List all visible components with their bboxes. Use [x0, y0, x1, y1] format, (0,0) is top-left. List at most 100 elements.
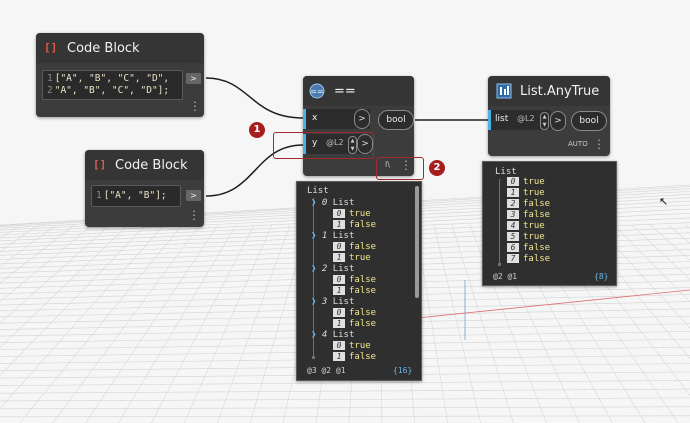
port-label: x	[312, 113, 318, 123]
svg-text:==: ==	[310, 87, 323, 96]
grid-line	[151, 224, 255, 423]
list-anytrue-icon	[496, 83, 512, 99]
list-anytrue-node[interactable]: List.AnyTrue list @L2 ▲▼ > bool AUTO ···	[488, 76, 610, 156]
callout-highlight-2	[376, 157, 424, 180]
input-port-list[interactable]: list @L2	[488, 110, 551, 130]
input-y-options-button[interactable]: >	[357, 134, 373, 154]
code-line: 1["A", "B"];	[96, 190, 167, 201]
code-block-icon: []	[44, 41, 58, 54]
node-menu-icon[interactable]: ···	[404, 155, 408, 176]
node-menu-icon[interactable]: ···	[192, 205, 196, 226]
node-title: List.AnyTrue	[520, 84, 600, 99]
grid-line	[0, 397, 690, 402]
preview-levels: @3 @2 @1	[307, 366, 346, 375]
grid-line	[183, 224, 273, 423]
equals-node[interactable]: == == x > y @L2 ▲▼ > bool l\ ···	[303, 76, 414, 176]
grid-line	[0, 224, 129, 348]
output-port[interactable]: >	[186, 190, 201, 201]
output-port-bool[interactable]: bool	[378, 110, 414, 130]
node-header[interactable]: List.AnyTrue	[488, 76, 610, 106]
tree-guide	[499, 179, 500, 265]
lacing-level-label: @L2	[326, 138, 344, 147]
output-port[interactable]: >	[186, 73, 201, 84]
grid-line	[19, 224, 183, 423]
grid-line	[613, 224, 690, 303]
expand-chevron-icon: ❯	[311, 231, 322, 241]
port-label: y	[312, 138, 318, 148]
preview-sublist-header[interactable]: ❯ 2 List	[311, 264, 355, 274]
level-stepper[interactable]: ▲▼	[348, 136, 357, 154]
preview-sublist-header[interactable]: ❯ 0 List	[311, 198, 355, 208]
grid-line	[0, 406, 690, 410]
preview-levels: @2 @1	[493, 272, 518, 281]
input-port-x[interactable]: x	[303, 109, 370, 129]
preview-count: {8}	[594, 272, 609, 281]
node-header[interactable]: [] Code Block	[85, 150, 204, 180]
code-editor[interactable]: 1["A", "B"];	[91, 185, 181, 207]
codeblock-node-1[interactable]: [] Code Block 1["A", "B", "C", "D", 2"A"…	[36, 33, 204, 117]
code-editor[interactable]: 1["A", "B", "C", "D", 2"A", "B", "C", "D…	[42, 70, 183, 100]
node-header[interactable]: == ==	[303, 76, 414, 106]
grid-line	[0, 224, 165, 409]
tree-guide-end	[498, 263, 501, 266]
lacing-mode-label[interactable]: AUTO	[568, 140, 588, 148]
node-title: ==	[334, 84, 356, 99]
grid-line	[216, 224, 291, 423]
preview-sublist-header[interactable]: ❯ 4 List	[311, 330, 355, 340]
preview-count: {16}	[393, 366, 413, 375]
input-x-options-button[interactable]: >	[354, 109, 370, 129]
mouse-cursor-icon: ↖	[659, 195, 669, 208]
grid-line	[0, 224, 147, 376]
callout-marker-1: 1	[249, 122, 265, 138]
expand-chevron-icon: ❯	[311, 264, 322, 274]
input-list-options-button[interactable]: >	[550, 111, 566, 131]
node-title: Code Block	[115, 158, 188, 173]
expand-chevron-icon: ❯	[311, 297, 322, 307]
grid-line	[118, 224, 237, 423]
output-port-bool[interactable]: bool	[571, 111, 607, 131]
codeblock-node-2[interactable]: [] Code Block 1["A", "B"]; > ···	[85, 150, 204, 227]
grid-line	[631, 224, 690, 280]
expand-chevron-icon: ❯	[311, 330, 322, 340]
grid-line	[0, 388, 690, 394]
level-stepper[interactable]: ▲▼	[540, 112, 549, 130]
lacing-level-label: @L2	[517, 114, 535, 123]
preview-sublist-header[interactable]: ❯ 1 List	[311, 231, 355, 241]
grid-line	[0, 224, 93, 303]
tree-guide-end	[312, 356, 315, 359]
grid-line	[85, 224, 219, 423]
wire-codeblock2-to-y	[205, 144, 304, 197]
node-menu-icon[interactable]: ···	[597, 134, 601, 155]
callout-marker-2: 2	[429, 160, 445, 176]
node-menu-icon[interactable]: ···	[193, 96, 197, 117]
tree-guide	[313, 198, 314, 358]
port-label: list	[495, 114, 509, 124]
preview-scrollbar[interactable]	[415, 186, 419, 298]
grid-line	[451, 224, 514, 423]
grid-line	[433, 224, 481, 423]
lacing-indicator[interactable]: l\	[385, 160, 390, 169]
equals-node-icon: ==	[309, 83, 325, 99]
node-header[interactable]: [] Code Block	[36, 33, 204, 63]
preview-sublist-header[interactable]: ❯ 3 List	[311, 297, 355, 307]
node-title: Code Block	[67, 41, 140, 56]
